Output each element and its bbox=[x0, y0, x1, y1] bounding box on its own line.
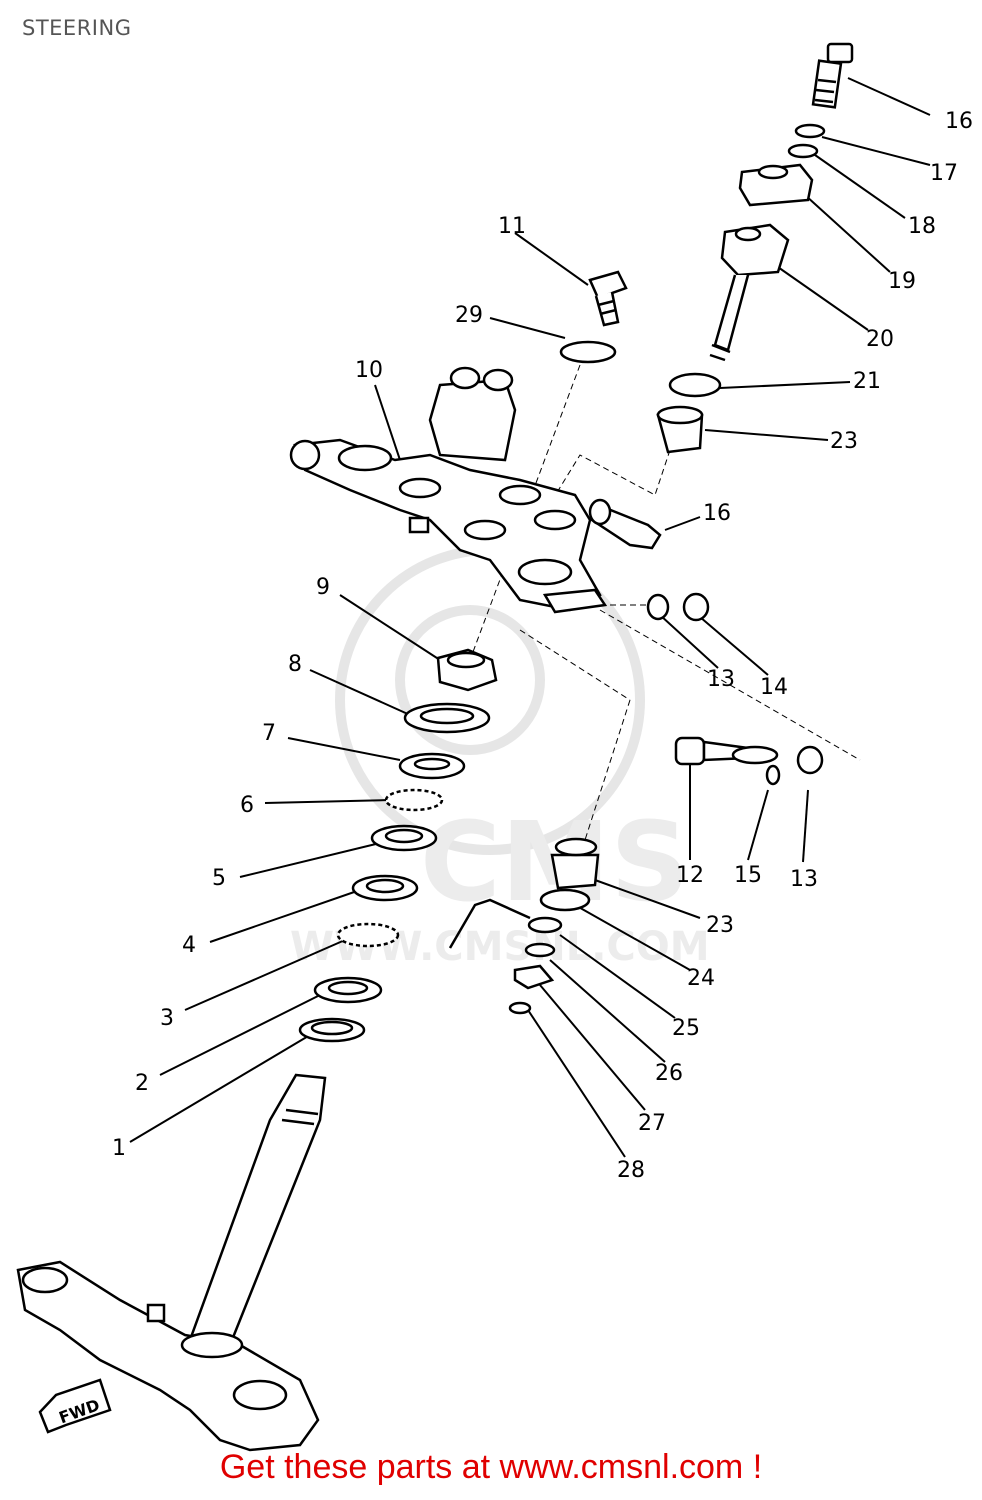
part-4-bearing-race bbox=[351, 874, 419, 902]
part-19-washer bbox=[787, 143, 819, 159]
part-28-clip bbox=[508, 1001, 532, 1015]
part-21-handlebar-holder bbox=[709, 223, 790, 362]
callout-9: 9 bbox=[316, 575, 330, 600]
callout-2: 2 bbox=[135, 1071, 149, 1096]
callout-17: 16 bbox=[945, 109, 973, 134]
part-10-upper-bracket bbox=[289, 366, 608, 614]
part-7-bearing-cover bbox=[398, 752, 466, 780]
callout-numbers: 16 17 18 19 20 21 23 16 11 29 10 9 8 7 6… bbox=[112, 109, 973, 1183]
callout-14: 14 bbox=[760, 675, 788, 700]
callout-13-upper: 13 bbox=[707, 667, 735, 692]
callout-10: 10 bbox=[355, 358, 383, 383]
ground-wire bbox=[448, 898, 531, 949]
part-23-damper-upper bbox=[656, 405, 704, 454]
part-23-damper-lower bbox=[550, 837, 600, 890]
callout-23-lower: 23 bbox=[706, 913, 734, 938]
part-24-washer bbox=[539, 888, 591, 912]
callout-1: 1 bbox=[112, 1136, 126, 1161]
callout-4: 4 bbox=[182, 933, 196, 958]
callout-18: 17 bbox=[930, 161, 958, 186]
part-11-pinch-bolt bbox=[588, 270, 628, 327]
part-26-lock-washer bbox=[524, 942, 556, 958]
page-title: STEERING bbox=[22, 16, 132, 40]
part-13-washer-lower bbox=[796, 745, 824, 775]
part-1-seal bbox=[298, 1017, 366, 1043]
callout-13-lower: 13 bbox=[790, 867, 818, 892]
part-16-collar bbox=[588, 498, 662, 550]
part-5-bearing-race bbox=[370, 824, 438, 852]
callout-5: 5 bbox=[212, 866, 226, 891]
callout-28: 28 bbox=[617, 1158, 645, 1183]
part-18-washer bbox=[794, 123, 826, 139]
part-22-damper bbox=[668, 372, 722, 398]
leader-lines bbox=[129, 77, 931, 1158]
callout-12: 12 bbox=[676, 863, 704, 888]
callout-15: 15 bbox=[734, 863, 762, 888]
part-27-nut bbox=[513, 964, 555, 990]
callout-16: 16 bbox=[703, 501, 731, 526]
fwd-arrow-tag bbox=[38, 1378, 112, 1434]
callout-19: 18 bbox=[908, 214, 936, 239]
callout-25: 25 bbox=[672, 1016, 700, 1041]
callout-24: 24 bbox=[687, 966, 715, 991]
part-20-handlebar-clamp bbox=[738, 163, 814, 207]
callout-8: 8 bbox=[288, 652, 302, 677]
callout-6: 6 bbox=[240, 793, 254, 818]
part-13-washer-upper bbox=[646, 593, 670, 621]
part-6-ball-bearing bbox=[384, 788, 444, 812]
callout-29: 29 bbox=[455, 303, 483, 328]
callout-22: 21 bbox=[853, 369, 881, 394]
parts bbox=[16, 42, 854, 1452]
footer-promo-link[interactable]: Get these parts at www.cmsnl.com ! bbox=[219, 1448, 763, 1486]
callout-3: 3 bbox=[160, 1006, 174, 1031]
part-2-bearing-race bbox=[313, 976, 383, 1004]
part-14-nut bbox=[682, 592, 710, 622]
watermark: CMS WWW.CMSNL.COM bbox=[290, 545, 710, 970]
part-29-washer bbox=[559, 340, 617, 364]
part-9-steering-nut bbox=[436, 648, 498, 692]
part-25-washer bbox=[527, 916, 563, 934]
callout-7: 7 bbox=[262, 721, 276, 746]
callout-11: 11 bbox=[498, 214, 526, 239]
callout-20: 19 bbox=[888, 269, 916, 294]
callout-27: 27 bbox=[638, 1111, 666, 1136]
lower-bracket-and-stem bbox=[16, 1073, 327, 1452]
part-8-washer bbox=[403, 702, 491, 734]
part-17-bolt bbox=[811, 42, 854, 109]
part-15-clip bbox=[731, 745, 781, 786]
callout-23-upper: 23 bbox=[830, 429, 858, 454]
callout-21: 20 bbox=[866, 327, 894, 352]
callout-26: 26 bbox=[655, 1061, 683, 1086]
part-3-ball-bearing bbox=[336, 922, 400, 948]
